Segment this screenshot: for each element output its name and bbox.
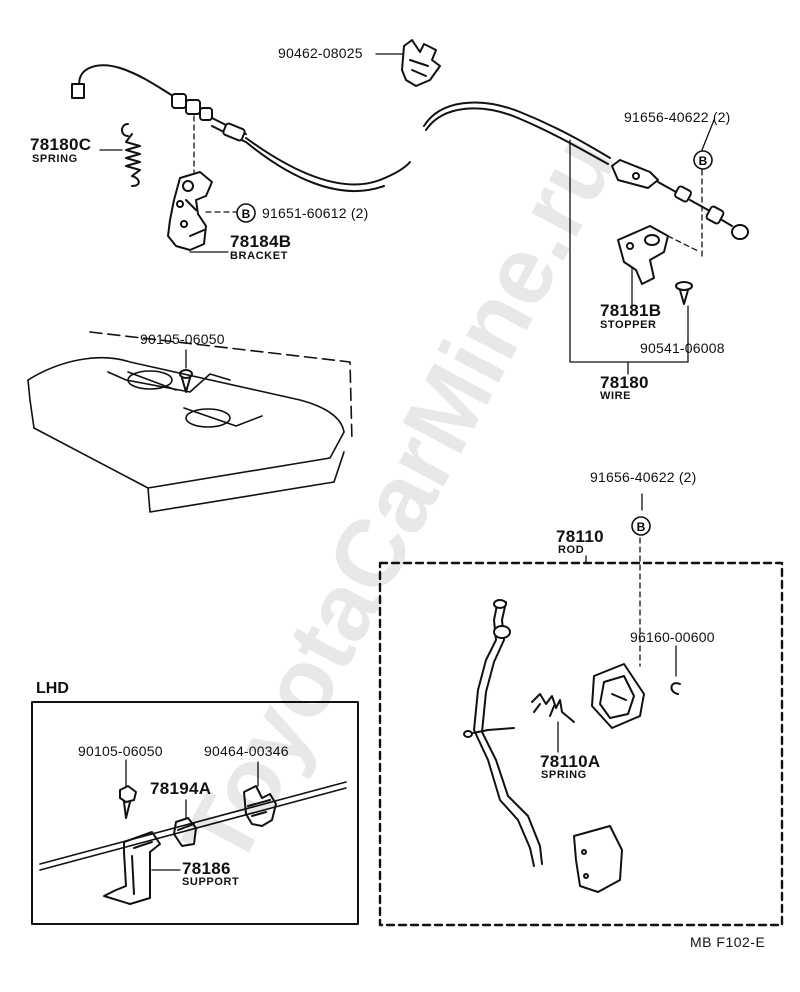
label-78180c: 78180C bbox=[30, 135, 92, 154]
label-91656-40622-mid: 91656-40622 (2) bbox=[590, 469, 697, 485]
bolt-b-letter-right: B bbox=[699, 154, 708, 168]
label-96160-00600: 96160-00600 bbox=[630, 629, 715, 645]
cable-left bbox=[71, 64, 411, 193]
bolt-b-marker-left: B bbox=[236, 203, 256, 223]
support-78186 bbox=[103, 831, 161, 905]
pad-bracket bbox=[591, 663, 645, 729]
label-78110: 78110 bbox=[556, 527, 604, 546]
caption-stopper: STOPPER bbox=[600, 319, 657, 331]
lhd-frame bbox=[31, 701, 359, 925]
caption-rod: ROD bbox=[558, 544, 585, 556]
caption-spring-a: SPRING bbox=[32, 153, 78, 165]
spring-78180c bbox=[121, 123, 141, 187]
label-90462-08025: 90462-08025 bbox=[278, 45, 363, 61]
label-90464-00346: 90464-00346 bbox=[204, 743, 289, 759]
bolt-b-letter-rod: B bbox=[637, 520, 646, 534]
leader-dashed-stopper bbox=[667, 235, 701, 253]
label-91651-60612: 91651-60612 (2) bbox=[262, 205, 369, 221]
caption-bracket: BRACKET bbox=[230, 250, 288, 262]
label-90541-06008: 90541-06008 bbox=[640, 340, 725, 356]
label-78180: 78180 bbox=[600, 373, 649, 392]
clip-90462-08025 bbox=[401, 39, 441, 87]
label-90105-06050-top: 90105-06050 bbox=[140, 331, 225, 347]
label-78186: 78186 bbox=[182, 859, 231, 878]
label-78184b: 78184B bbox=[230, 232, 292, 251]
clip-96160-00600 bbox=[670, 682, 681, 695]
stopper-78181b bbox=[617, 225, 669, 285]
leader-dashed-right bbox=[701, 119, 715, 151]
label-78194a: 78194A bbox=[150, 779, 212, 798]
leader-wire-bracket bbox=[569, 139, 689, 363]
label-91656-40622-top: 91656-40622 (2) bbox=[624, 109, 731, 125]
caption-spring-b: SPRING bbox=[541, 769, 587, 781]
spring-78110a bbox=[531, 693, 575, 723]
rod-frame bbox=[378, 561, 784, 927]
bolt-90105-06050-top bbox=[179, 369, 193, 393]
bolt-90541-06008 bbox=[675, 281, 693, 305]
clip-90464-00346 bbox=[243, 785, 277, 827]
pedal-pad bbox=[573, 825, 623, 893]
bracket-78184b bbox=[167, 171, 213, 251]
caption-wire: WIRE bbox=[600, 390, 632, 402]
label-90105-06050-lhd: 90105-06050 bbox=[78, 743, 163, 759]
clamp-78194a bbox=[173, 817, 197, 847]
bolt-b-marker-right: B bbox=[693, 150, 713, 170]
label-lhd: LHD bbox=[36, 680, 69, 697]
dash-panel bbox=[27, 331, 353, 513]
bolt-b-marker-rod: B bbox=[631, 516, 651, 536]
cable-right bbox=[423, 101, 749, 240]
reference-code: MB F102-E bbox=[690, 934, 766, 950]
bolt-b-letter-left: B bbox=[242, 207, 251, 221]
bolt-90105-06050-lhd bbox=[119, 785, 137, 819]
rod-78110 bbox=[463, 599, 543, 867]
caption-support: SUPPORT bbox=[182, 876, 240, 888]
label-78110a: 78110A bbox=[540, 752, 601, 771]
label-78181b: 78181B bbox=[600, 301, 662, 320]
